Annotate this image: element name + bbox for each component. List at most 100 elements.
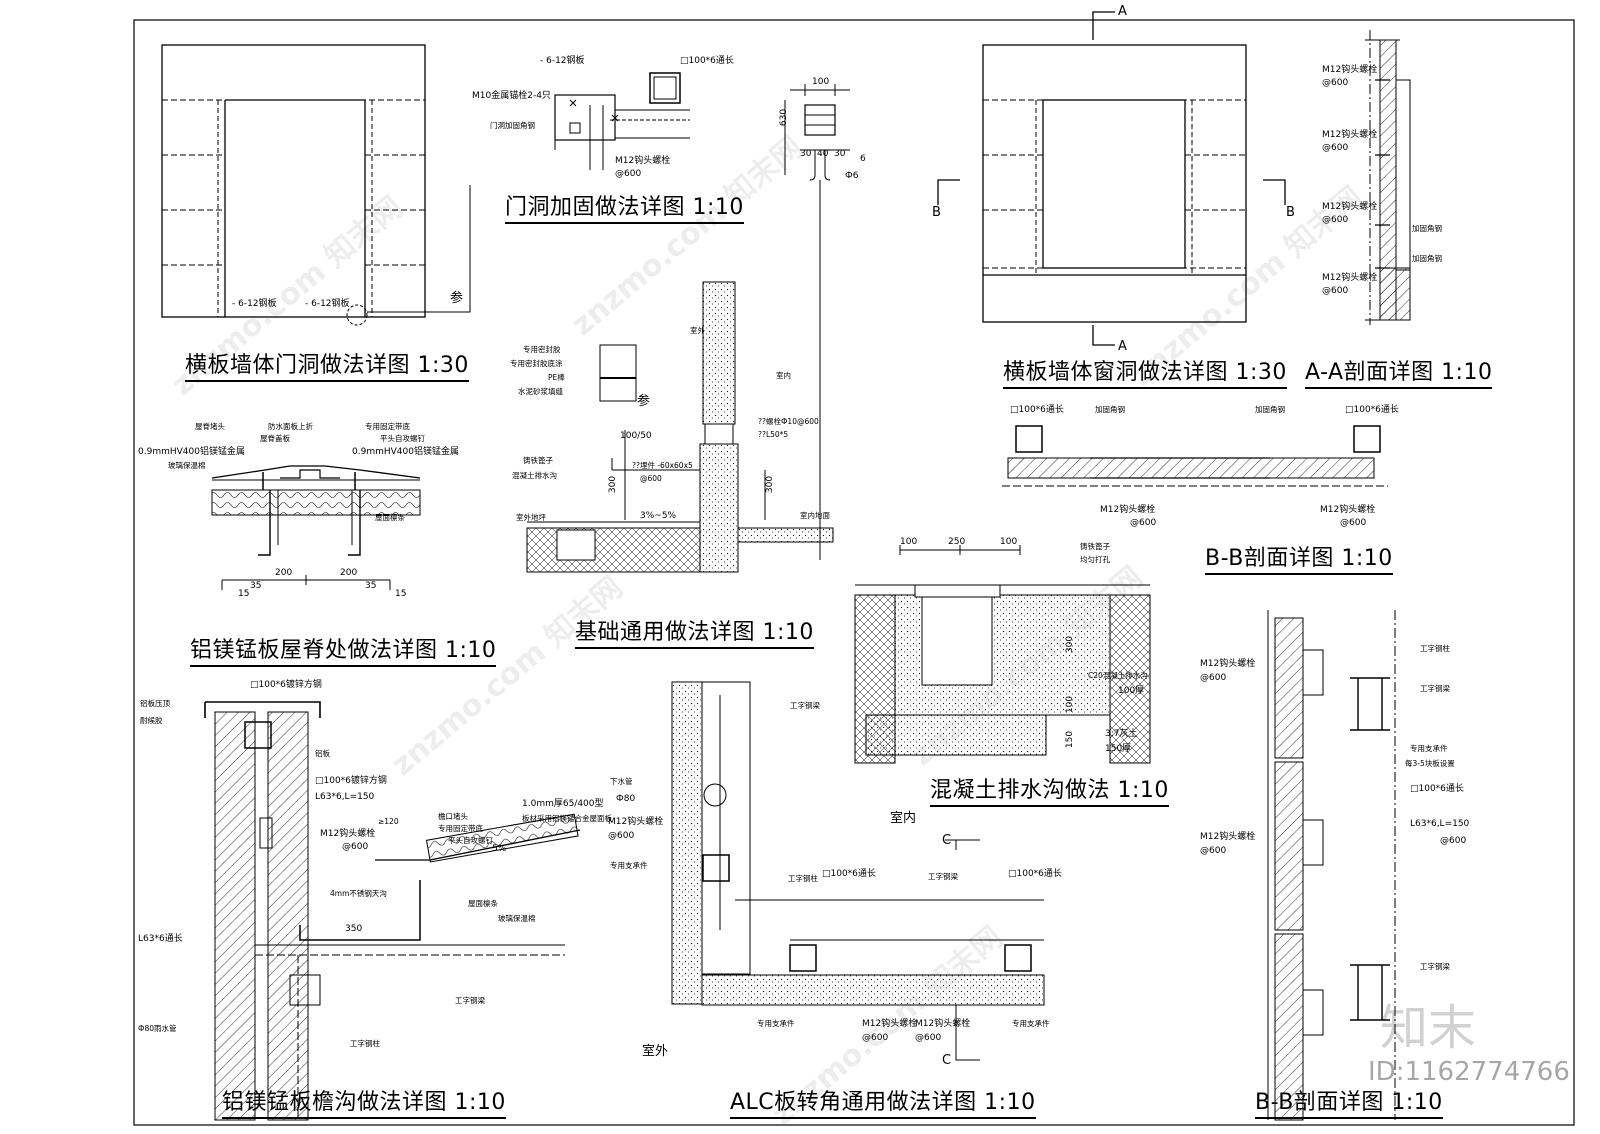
label-anchor: M10金属锚栓2-4只 [472, 91, 551, 101]
label-outdoor-small: 室外 [690, 326, 705, 335]
label-tube: □100*6通长 [1008, 869, 1062, 879]
label-dim: 300 [608, 475, 619, 494]
label-even-holes: 均匀打孔 [1080, 555, 1110, 564]
label-see: 参 [637, 394, 651, 409]
label-phi: Ф6 [845, 171, 859, 181]
label-gutter-end: 檐口堵头 [438, 812, 468, 821]
brand-logo: 知末 [1380, 1000, 1477, 1056]
label-angle-l50: ??L50*5 [758, 430, 789, 439]
label-phi80: Ф80 [616, 794, 636, 804]
label-rivet: 耐候胶 [140, 716, 163, 725]
label-bolt: M12钩头螺栓 [1200, 832, 1256, 842]
bb-section-bottom [1267, 610, 1396, 1121]
ridge-detail [211, 465, 421, 590]
label-mortar: 水泥砂浆填缝 [518, 387, 563, 396]
section-mark: C [942, 833, 952, 848]
label-dim: 150 [1065, 730, 1076, 749]
label-reinforce-angle: 加固角钢 [1255, 405, 1285, 414]
label-embed: ??埋件 -60x60x5 [632, 461, 693, 470]
label-i-beam: 工字钢梁 [455, 996, 485, 1005]
title-bb-section-top: B-B剖面详图 1:10 [1205, 546, 1393, 575]
label-tube-galv: □100*6镀锌方钢 [315, 776, 387, 786]
label-spacing: @600 [1322, 215, 1349, 225]
label-dim: 35 [365, 581, 377, 591]
label-dim: 30 [800, 149, 812, 159]
image-id: ID:1162774766 [1368, 1057, 1570, 1087]
title-alc-corner: ALC板转角通用做法详图 1:10 [730, 1090, 1036, 1119]
label-angle-l63: L63*6,L=150 [315, 792, 375, 802]
label-dim: 200 [340, 568, 358, 578]
label-i-beam: 工字钢梁 [928, 872, 958, 881]
label-spacing: @600 [1322, 286, 1349, 296]
label-outdoor: 室外 [642, 1044, 669, 1059]
label-see: 参 [450, 291, 464, 306]
label-plate: - 6-12钢板 [540, 56, 585, 66]
label-i-column: 工字钢柱 [350, 1039, 380, 1048]
label-spacing: @600 [1200, 673, 1227, 683]
label-spacing: @600 [640, 474, 662, 483]
label-alu-plate: 铝板 [315, 749, 330, 758]
label-tube: □100*6通长 [1345, 405, 1399, 415]
label-spacing: @600 [862, 1033, 889, 1043]
label-plate: - 6-12钢板 [305, 299, 350, 309]
label-bolt: M12钩头螺栓 [915, 1019, 971, 1029]
label-tube: □100*6通长 [680, 56, 734, 66]
label-door-angle: 门洞加固角钢 [490, 121, 535, 130]
label-spacing: @600 [608, 831, 635, 841]
title-bb-section-bottom: B-B剖面详图 1:10 [1255, 1090, 1443, 1119]
section-mark: A [1118, 4, 1127, 19]
label-bolt: M12钩头螺栓 [1322, 273, 1378, 283]
label-i-beam: 工字钢梁 [790, 701, 820, 710]
label-dim: 300 [1065, 635, 1076, 654]
aa-section [1365, 30, 1411, 325]
label-bolt: M12钩头螺栓 [1200, 659, 1256, 669]
label-dim: 100 [1065, 695, 1076, 714]
label-dim: 350 [345, 924, 363, 934]
section-mark: B [932, 205, 941, 220]
label-purlin: 屋面檩条 [468, 899, 498, 908]
label-i-beam: 工字钢梁 [1420, 684, 1450, 693]
label-angle: L63*6通长 [138, 934, 183, 944]
label-dim: 300 [765, 475, 776, 494]
door-reinforce-detail [554, 72, 690, 170]
title-door-reinforce: 门洞加固做法详图 1:10 [505, 195, 744, 224]
title-foundation: 基础通用做法详图 1:10 [575, 620, 814, 649]
bb-section-top [1002, 425, 1388, 487]
label-special-clip: 专用固定带底 [438, 824, 483, 833]
foundation-detail [526, 281, 834, 573]
label-cast-grate: 铸铁篦子 [1080, 542, 1110, 551]
label-i-column: 工字钢柱 [788, 874, 818, 883]
label-sealant: 专用密封胶 [523, 345, 561, 354]
label-spacing: @600 [1440, 836, 1467, 846]
label-bolt: M12钩头螺栓 [1322, 130, 1378, 140]
label-ridge-cap: 屋脊堵头 [195, 422, 225, 431]
window-opening-elevation [937, 11, 1286, 346]
label-spacing: @600 [1200, 846, 1227, 856]
label-pe-rod: PE棒 [548, 373, 565, 382]
label-thick: 150厚 [1105, 744, 1132, 754]
label-spacing: @600 [1130, 518, 1157, 528]
drain-detail [854, 545, 1151, 764]
label-slope: 5% [492, 844, 507, 854]
label-downpipe: Ф80雨水管 [138, 1024, 177, 1033]
label-alu-cap: 铝板压顶 [140, 699, 170, 708]
label-panel: 1.0mm厚65/400型 [522, 799, 604, 809]
label-special-support: 专用支承件 [757, 1019, 795, 1028]
label-dim: 100 [900, 537, 918, 547]
title-window-opening: 横板墙体窗洞做法详图 1:30 [1003, 360, 1287, 389]
hook-bolt-detail [784, 84, 850, 560]
label-outdoor-ground: 室外地坪 [516, 513, 546, 522]
label-bolt: M12钩头螺栓 [608, 817, 664, 827]
label-concrete-drain: 混凝土排水沟 [512, 471, 557, 480]
title-ridge: 铝镁锰板屋脊处做法详图 1:10 [190, 638, 497, 667]
section-mark: C [942, 1053, 952, 1068]
title-aa-section: A-A剖面详图 1:10 [1305, 360, 1493, 389]
label-spacing: @600 [915, 1033, 942, 1043]
label-spacing: @600 [1322, 78, 1349, 88]
label-dim: 100/50 [620, 431, 652, 441]
label-spacing: @600 [1340, 518, 1367, 528]
label-ss-gutter: 4mm不锈钢天沟 [330, 889, 387, 898]
label-special-support: 专用支承件 [1410, 744, 1448, 753]
label-i-beam: 工字钢梁 [1420, 962, 1450, 971]
